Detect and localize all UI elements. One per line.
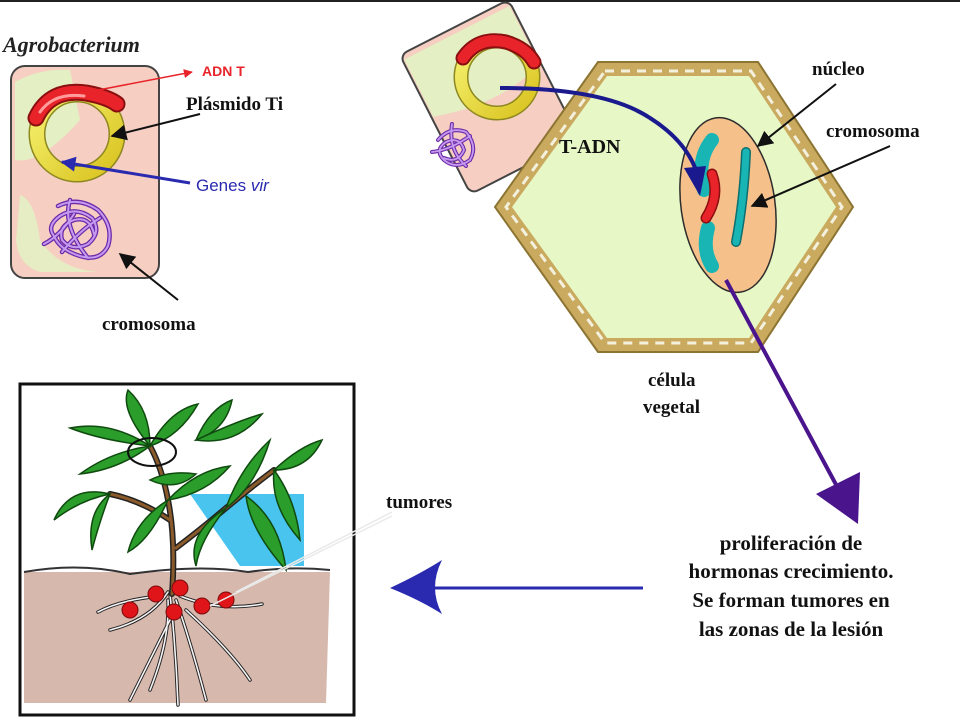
bacterial-chromosome-label: cromosoma: [102, 314, 196, 335]
leaf: [272, 468, 301, 543]
bacterial-chromosome-pointer-arrow: [118, 253, 179, 301]
tumors-pointer-line: [209, 515, 393, 607]
tumor: [171, 579, 189, 597]
proliferation-arrow: [724, 279, 842, 493]
integrated-t-adn: [702, 170, 719, 222]
bacterium-highlight-lower: [16, 195, 100, 272]
result-line-3: Se forman tumores en: [692, 588, 890, 612]
plant-leaves: [53, 388, 324, 573]
adn-t-pointer-arrow: [87, 69, 193, 93]
genes-vir-prefix: Genes: [196, 176, 251, 195]
leaf: [165, 465, 232, 502]
leaf: [193, 507, 227, 567]
tumor: [165, 603, 183, 621]
plant-cell: T-ADN núcleo cromosoma célula vegetal: [493, 59, 920, 418]
t-adn-transfer-arrowhead: [684, 166, 706, 196]
leaf: [193, 412, 265, 442]
leaf: [148, 472, 198, 486]
host-chromosome: [732, 148, 750, 246]
tumors-label: tumores: [386, 492, 452, 513]
leaf: [125, 388, 151, 449]
result-line-1: proliferación de: [720, 531, 863, 555]
leaf: [224, 437, 272, 511]
result-line-4: las zonas de la lesión: [699, 617, 884, 641]
bacterial-chromosome: [43, 199, 111, 259]
tumor: [147, 585, 165, 603]
genes-vir-label: Genes vir: [196, 176, 270, 195]
cell-membrane: [504, 69, 844, 345]
small-adn-t-segment: [457, 35, 540, 68]
tumor: [193, 597, 211, 615]
leaf: [148, 402, 200, 448]
leaf: [67, 425, 151, 447]
tumor: [121, 601, 139, 619]
t-adn-transfer-arrow: [499, 86, 700, 177]
adn-t-highlight: [38, 93, 86, 114]
nucleus-pointer-arrow: [756, 83, 837, 147]
host-chromosome-fragments: [694, 133, 719, 273]
genes-vir-italic: vir: [251, 176, 270, 195]
t-adn-label: T-ADN: [559, 136, 621, 158]
leaf: [53, 491, 111, 521]
cell-chromosome-pointer-arrow: [750, 145, 891, 208]
result-description: proliferación de hormonas crecimiento. S…: [689, 531, 894, 641]
tumors: [121, 579, 235, 621]
tumor: [217, 591, 235, 609]
attaching-bacterium: [401, 1, 578, 193]
infection-site-circle: [127, 437, 177, 467]
cell-chromosome-label: cromosoma: [826, 121, 920, 142]
plant-cell-label-line1: célula: [648, 370, 696, 391]
small-chromosome: [431, 123, 475, 167]
proliferation-arrowhead: [816, 472, 860, 524]
agrobacterium-cell: Agrobacterium ADN T Plásmido Ti Genes vi…: [1, 32, 283, 335]
plant-cell-label-line2: vegetal: [643, 397, 700, 418]
infected-plant-panel: tumores: [18, 382, 452, 717]
leaf: [90, 491, 112, 551]
plasmid-ti-label: Plásmido Ti: [186, 94, 283, 115]
agrobacterium-title: Agrobacterium: [1, 32, 140, 57]
leaf: [126, 498, 170, 554]
result-line-2: hormonas crecimiento.: [689, 559, 894, 583]
genes-vir-pointer-arrow: [60, 156, 191, 185]
leaf: [245, 494, 288, 573]
leaf: [272, 438, 324, 471]
to-plant-arrowhead: [390, 560, 442, 614]
adn-t-label: ADN T: [202, 63, 245, 79]
plasmid-pointer-arrow: [110, 113, 201, 141]
nucleus-label: núcleo: [812, 59, 865, 80]
tumors-pointer-line: [235, 511, 393, 593]
